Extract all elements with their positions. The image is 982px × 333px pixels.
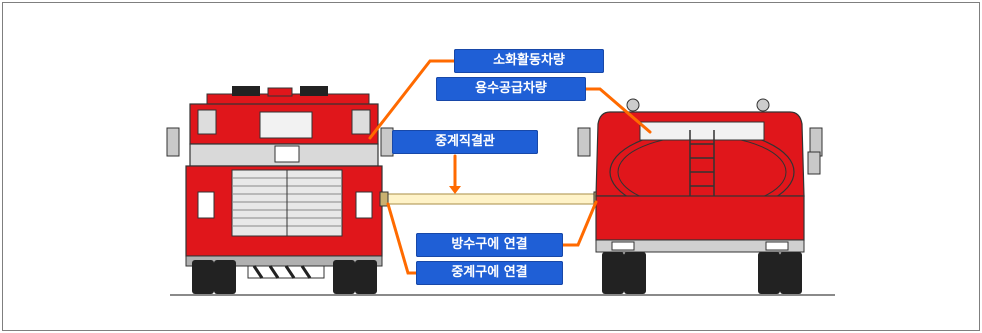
label-outlet-connection: 방수구에 연결 xyxy=(416,233,563,257)
label-relay-connection: 중계구에 연결 xyxy=(416,261,563,285)
label-relay-pipe: 중계직결관 xyxy=(392,130,538,154)
water-supply-truck xyxy=(577,98,823,294)
callout-arrows xyxy=(368,59,652,275)
relay-pipe xyxy=(379,191,603,207)
label-firefighting-vehicle: 소화활동차량 xyxy=(454,49,604,73)
firefighting-truck xyxy=(166,86,394,294)
label-water-supply-vehicle: 용수공급차량 xyxy=(436,77,586,101)
